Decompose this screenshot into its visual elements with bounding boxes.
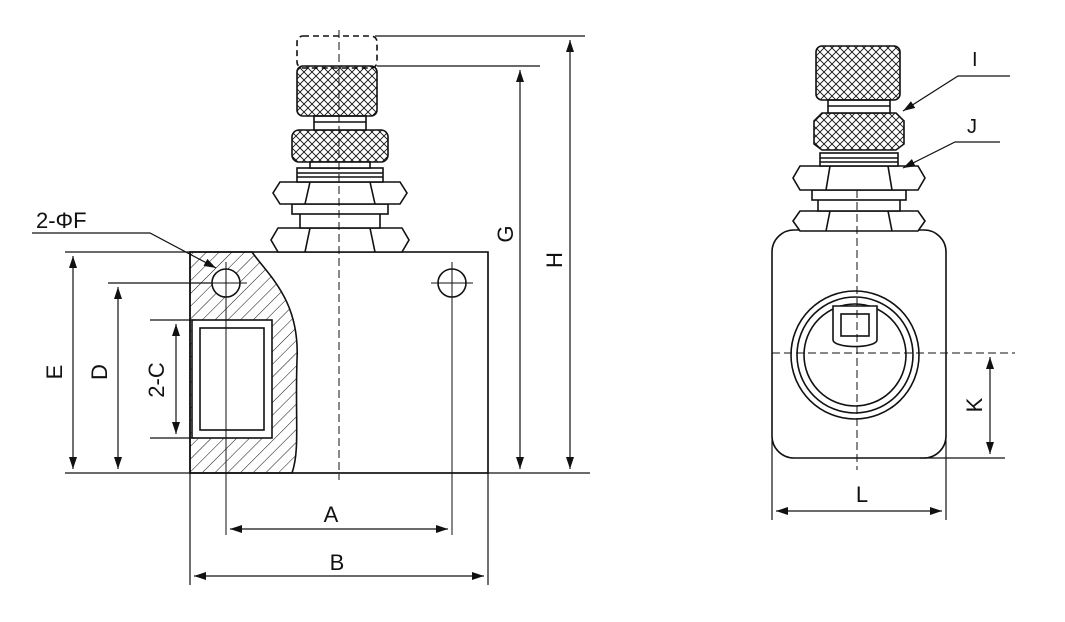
front-labels: A B 2-ΦF E D 2-C G H xyxy=(36,208,567,575)
label-A: A xyxy=(324,502,339,527)
side-bottom-hex xyxy=(792,210,926,232)
side-dimensions xyxy=(771,75,1010,520)
side-lock-nut xyxy=(813,112,905,151)
front-view xyxy=(189,30,489,535)
knob-extended-outline xyxy=(296,35,378,69)
label-L: L xyxy=(856,482,868,507)
side-view xyxy=(771,45,1015,470)
front-port-inner xyxy=(199,327,265,431)
label-F2: 2-ΦF xyxy=(36,208,87,233)
side-knob-knurled xyxy=(815,45,901,101)
label-B: B xyxy=(330,550,345,575)
label-E: E xyxy=(42,365,67,380)
middle-hex-nut xyxy=(272,181,408,205)
front-dimensions xyxy=(32,35,590,585)
label-I: I xyxy=(972,49,978,71)
leader-I xyxy=(902,75,1010,112)
leader-F xyxy=(32,232,217,269)
side-port-ring xyxy=(796,296,914,414)
label-H: H xyxy=(542,252,567,268)
label-C2: 2-C xyxy=(144,362,169,398)
side-port-outer xyxy=(790,290,920,420)
label-J: J xyxy=(967,116,977,138)
lock-nut-knurled xyxy=(291,129,389,163)
side-middle-hex xyxy=(792,165,926,191)
bottom-hex-nut xyxy=(270,227,410,253)
adjust-knob-knurled xyxy=(296,65,378,117)
side-port-inner xyxy=(803,303,907,407)
leader-J xyxy=(902,141,1000,169)
label-D: D xyxy=(87,364,112,380)
label-G: G xyxy=(493,225,518,242)
label-K: K xyxy=(962,397,987,412)
side-labels: I J L K xyxy=(856,49,987,507)
